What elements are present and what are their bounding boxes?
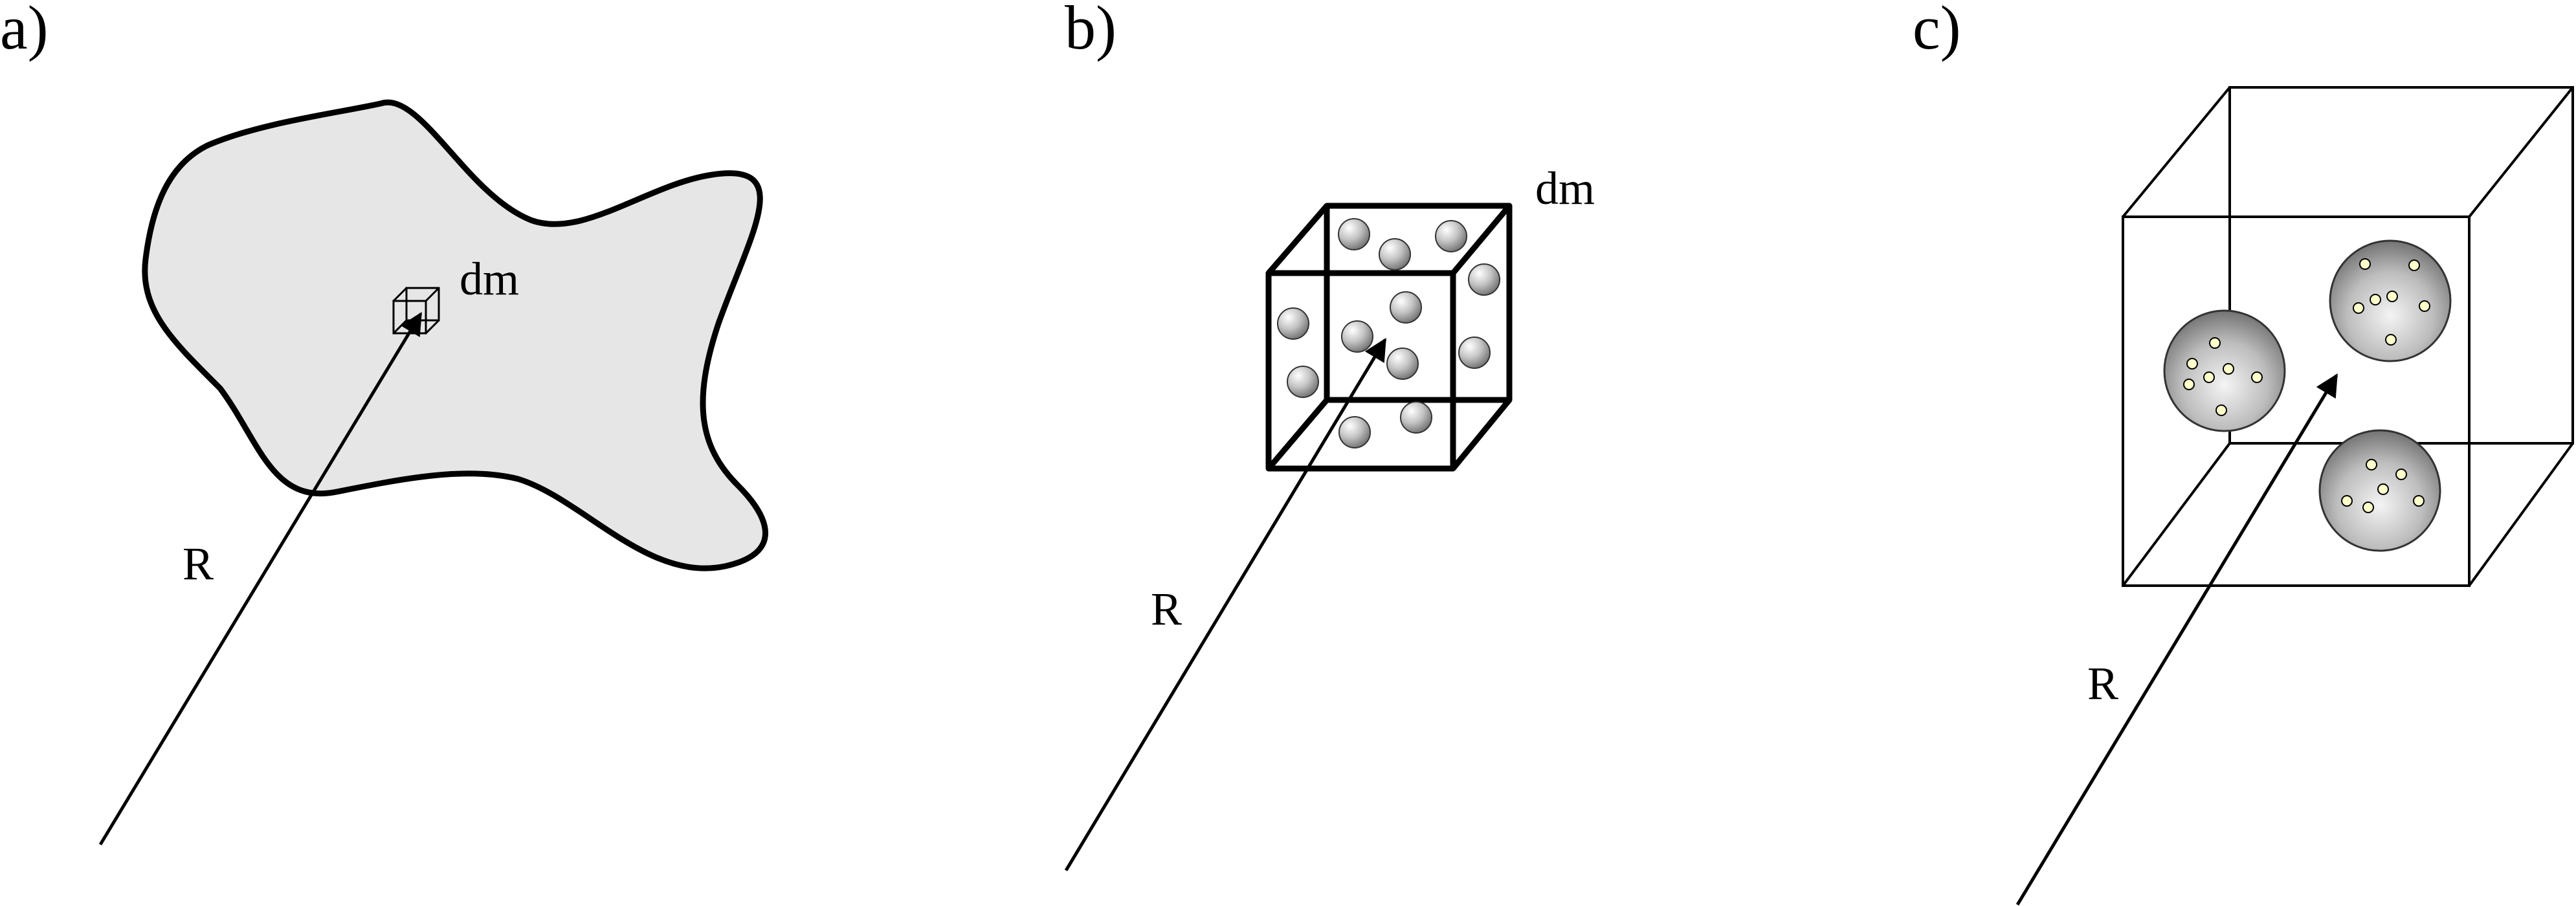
particle	[1435, 220, 1467, 252]
particle-dot	[2366, 459, 2377, 470]
particle-dot	[2215, 404, 2227, 416]
particle	[1458, 337, 1491, 369]
panel-a: a) dm R	[0, 0, 768, 846]
particle-dot	[2341, 495, 2353, 507]
particle-dot	[2413, 495, 2425, 507]
particle	[1379, 238, 1411, 271]
particle	[1468, 263, 1500, 296]
particle-dot	[2386, 291, 2398, 302]
particle	[1277, 307, 1309, 340]
particle	[1338, 416, 1371, 448]
particle-dot	[2251, 371, 2263, 383]
particle-dot	[2395, 469, 2407, 480]
particle-dot	[2203, 371, 2215, 383]
cluster-sphere-top-right	[2329, 239, 2452, 362]
particle-dot	[2385, 334, 2397, 346]
particle-dot	[2209, 337, 2221, 349]
particle-dot	[2377, 483, 2389, 495]
volume-box	[2122, 86, 2574, 587]
dm-label-b: dm	[1535, 162, 1595, 214]
position-vector-arrow-c	[2015, 373, 2338, 906]
panel-c: c)	[1913, 0, 2574, 906]
position-vector-arrow-a	[98, 312, 423, 846]
r-label-b: R	[1151, 583, 1182, 635]
particle	[1386, 348, 1419, 380]
cluster-sphere-bottom-right	[2318, 429, 2441, 552]
cluster-sphere-left	[2163, 309, 2286, 432]
dm-label-a: dm	[460, 253, 519, 305]
position-vector-arrow-b	[1064, 338, 1387, 872]
particle	[1341, 320, 1373, 353]
particle	[1390, 291, 1422, 324]
particle	[1338, 218, 1370, 250]
particles-b	[1277, 218, 1500, 448]
panel-b-label: b)	[1065, 0, 1116, 62]
particle	[1400, 401, 1432, 434]
mass-element-cube	[1265, 203, 1513, 472]
mass-region-blob	[142, 99, 768, 571]
particle-dot	[2353, 302, 2364, 314]
particle-dot	[2408, 260, 2420, 271]
particle-dot	[2370, 294, 2381, 305]
panel-a-label: a)	[0, 0, 49, 62]
particle-dot	[2223, 363, 2234, 375]
particle	[1287, 366, 1319, 398]
particle-dot	[2419, 300, 2430, 312]
panel-b: b) dm R	[1064, 0, 1595, 872]
r-label-a: R	[183, 538, 214, 590]
particle-dot	[2186, 358, 2198, 370]
particle-dot	[2183, 379, 2195, 390]
cluster-spheres	[2163, 239, 2452, 552]
r-label-c: R	[2087, 657, 2118, 709]
particle-dot	[2362, 502, 2374, 513]
particle-dot	[2359, 258, 2371, 270]
panel-c-label: c)	[1913, 0, 1961, 62]
